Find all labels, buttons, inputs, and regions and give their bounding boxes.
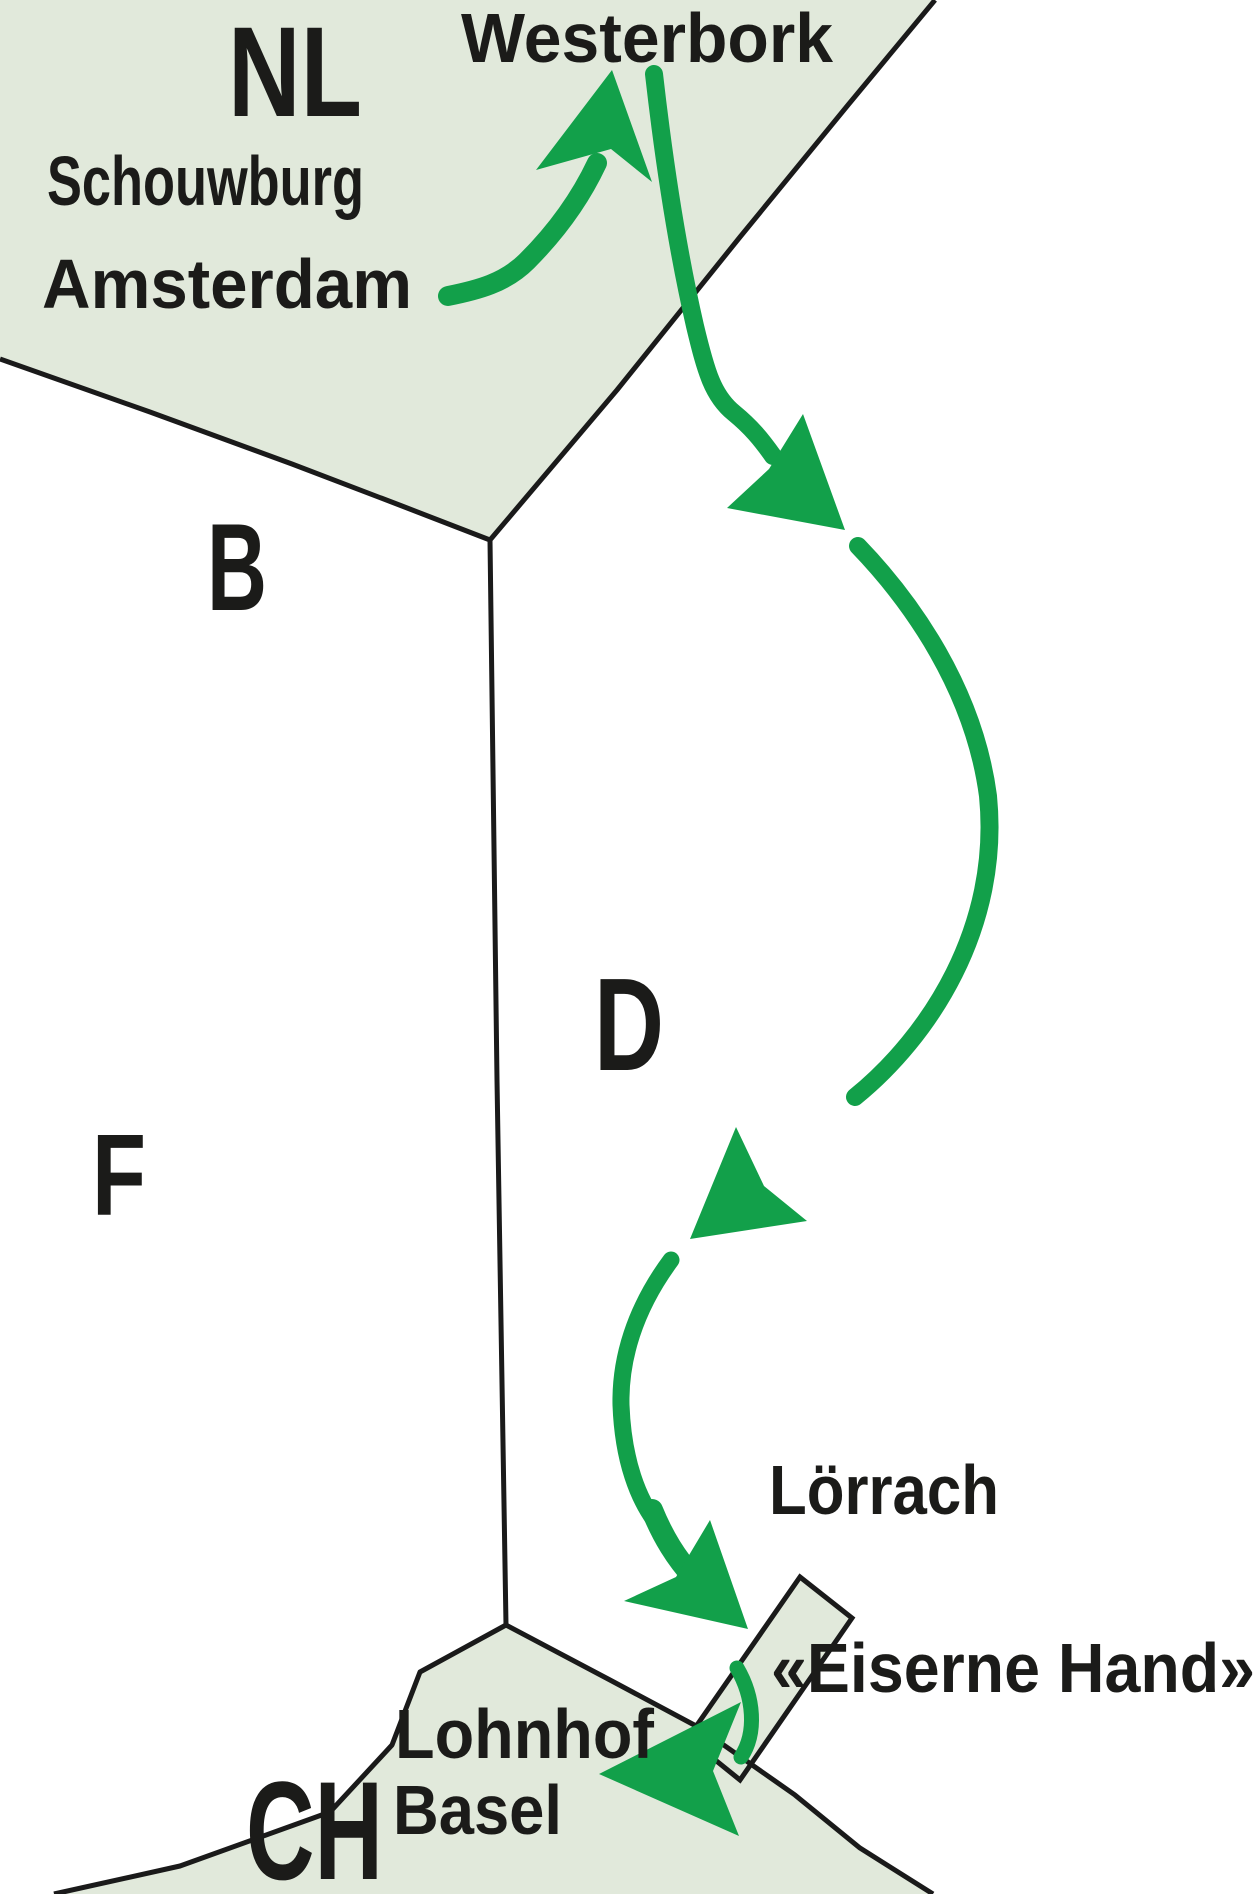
route-to-basel-arc — [729, 1660, 759, 1765]
route-arrowhead-basel — [599, 1702, 741, 1836]
region-switzerland — [54, 1625, 933, 1894]
place-label-lohnhof: Lohnhof — [395, 1695, 655, 1773]
border-germany-west — [487, 539, 509, 1626]
place-label-eiserne-hand: «Eiserne Hand» — [771, 1629, 1255, 1707]
border-nl-west — [0, 356, 491, 543]
border-nl-east — [488, 0, 937, 542]
place-label-basel: Basel — [393, 1771, 562, 1849]
country-label-f: F — [92, 1110, 146, 1240]
place-label-lorrach: Lörrach — [769, 1451, 999, 1529]
route-arrowhead-southeast — [727, 414, 845, 530]
route-arrowhead-southwest — [690, 1127, 807, 1239]
route-amsterdam-westerbork-stem — [438, 153, 607, 306]
country-label-b: B — [207, 499, 267, 637]
region-netherlands — [0, 0, 935, 540]
route-westerbork-south-stem — [645, 65, 782, 465]
route-germany-bulge-stem — [846, 537, 999, 1106]
border-ch-west — [53, 1622, 508, 1894]
country-label-nl: NL — [228, 1, 362, 144]
route-arrowhead-eiserne-hand — [624, 1520, 748, 1629]
route-arrowhead-up-westerbork — [536, 70, 652, 182]
place-label-westerbork: Westerbork — [461, 0, 833, 77]
place-label-schouwburg: Schouwburg — [47, 142, 364, 220]
country-label-ch: CH — [246, 1752, 383, 1894]
route-to-lorrach-stem — [612, 1251, 680, 1534]
place-label-amsterdam: Amsterdam — [42, 245, 412, 323]
country-label-d: D — [594, 951, 664, 1098]
